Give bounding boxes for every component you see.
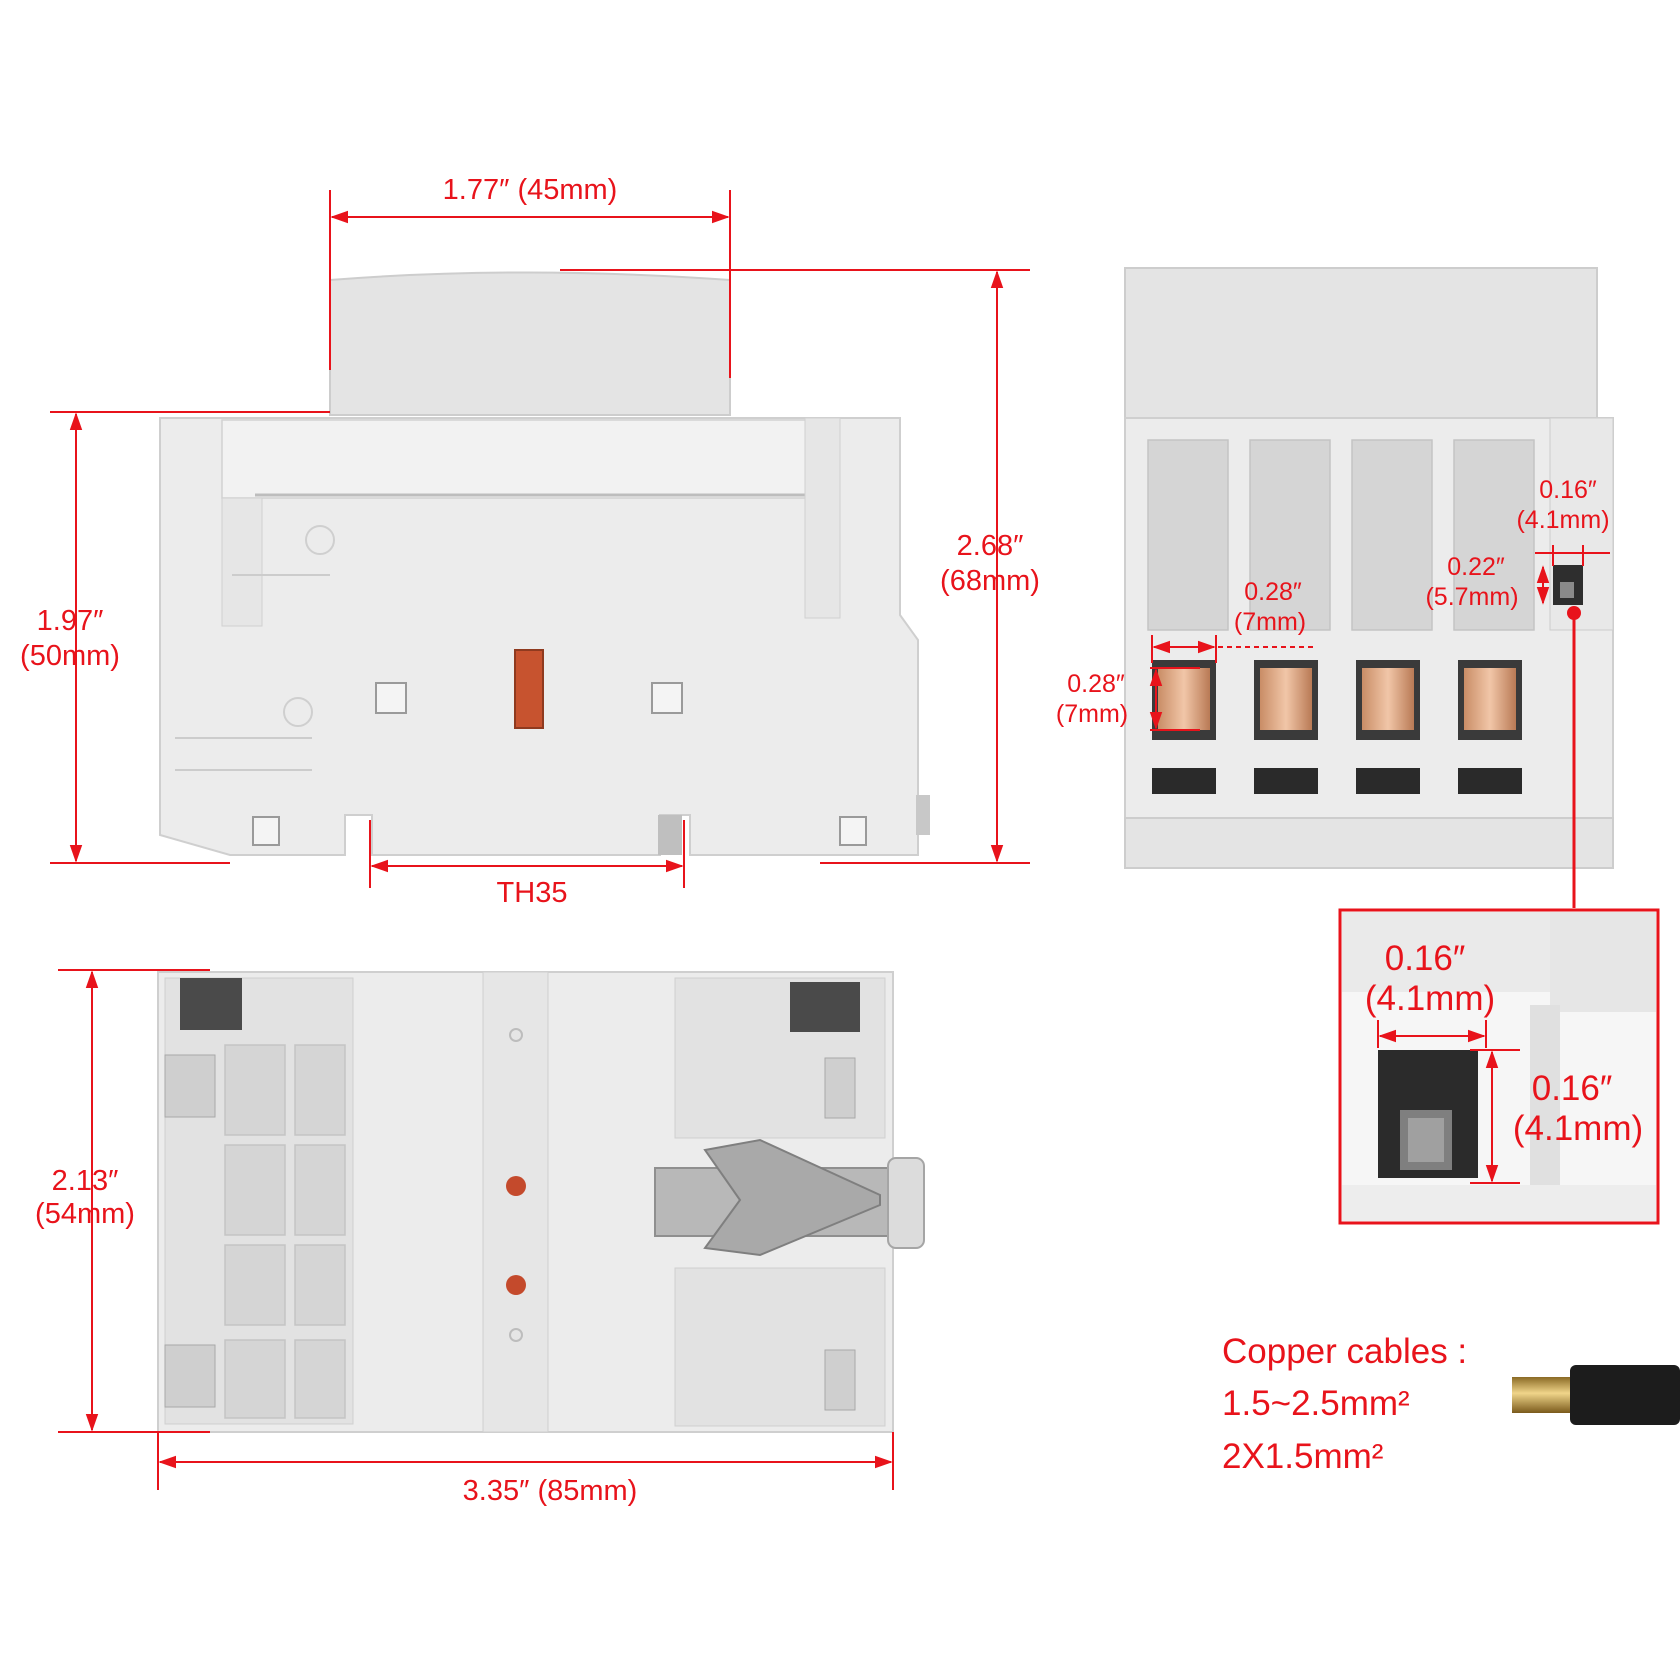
rail-label: TH35 xyxy=(497,877,568,909)
side-view-top-cap xyxy=(329,271,731,416)
depth-mm-label: (54mm) xyxy=(35,1198,135,1230)
detail-height-mm-label: (4.1mm) xyxy=(1513,1109,1643,1148)
side-view-window-right xyxy=(651,682,683,714)
total-height-mm-label: (68mm) xyxy=(940,565,1040,597)
aux-height-inch-label: 0.22″ xyxy=(1447,553,1505,581)
terminal-view: 0.28″ (7mm) 0.28″ (7mm) 0.16″ (4.1mm) 0.… xyxy=(1056,267,1614,908)
detail-width-mm-label: (4.1mm) xyxy=(1365,979,1495,1018)
slot-height-mm-label: (7mm) xyxy=(1056,700,1128,728)
terminal-view-top xyxy=(1124,267,1598,419)
bottom-view: 2.13″ (54mm) 3.35″ (85mm) xyxy=(35,969,925,1507)
aux-terminal-detail: 0.16″ (4.1mm) 0.16″ (4.1mm) xyxy=(1338,908,1660,1225)
slot-height-inch-label: 0.28″ xyxy=(1067,670,1125,698)
body-height-mm-label: (50mm) xyxy=(20,640,120,672)
terminal-3 xyxy=(1356,660,1420,740)
aux-width-inch-label: 0.16″ xyxy=(1539,476,1597,504)
din-rail-clip xyxy=(654,1138,925,1257)
side-view-window-left xyxy=(375,682,407,714)
rivet-lower xyxy=(506,1275,526,1295)
cable-note-line-2: 2X1.5mm² xyxy=(1222,1437,1383,1476)
terminal-4 xyxy=(1458,660,1522,740)
aux-height-mm-label: (5.7mm) xyxy=(1425,583,1518,611)
rivet-upper xyxy=(506,1176,526,1196)
top-width-label: 1.77″ (45mm) xyxy=(443,174,618,206)
cable-note-line-1: 1.5~2.5mm² xyxy=(1222,1384,1410,1423)
terminal-1 xyxy=(1152,660,1216,740)
terminal-2 xyxy=(1254,660,1318,740)
total-height-inch-label: 2.68″ xyxy=(957,530,1024,562)
slot-width-mm-label: (7mm) xyxy=(1234,608,1306,636)
aux-width-mm-label: (4.1mm) xyxy=(1516,506,1609,534)
slot-width-inch-label: 0.28″ xyxy=(1244,578,1302,606)
detail-height-inch-label: 0.16″ xyxy=(1532,1069,1613,1108)
depth-inch-label: 2.13″ xyxy=(52,1165,119,1197)
side-view: 1.77″ (45mm) 1.97″ (50mm) 2.68″ (68mm) T… xyxy=(20,174,1040,909)
side-view-indicator xyxy=(514,649,544,729)
copper-cable-icon xyxy=(1512,1365,1680,1425)
body-height-inch-label: 1.97″ xyxy=(37,605,104,637)
detail-width-inch-label: 0.16″ xyxy=(1385,939,1466,978)
cable-note: Copper cables : 1.5~2.5mm² 2X1.5mm² xyxy=(1222,1332,1680,1476)
cable-note-title: Copper cables : xyxy=(1222,1332,1467,1371)
length-label: 3.35″ (85mm) xyxy=(463,1475,638,1507)
